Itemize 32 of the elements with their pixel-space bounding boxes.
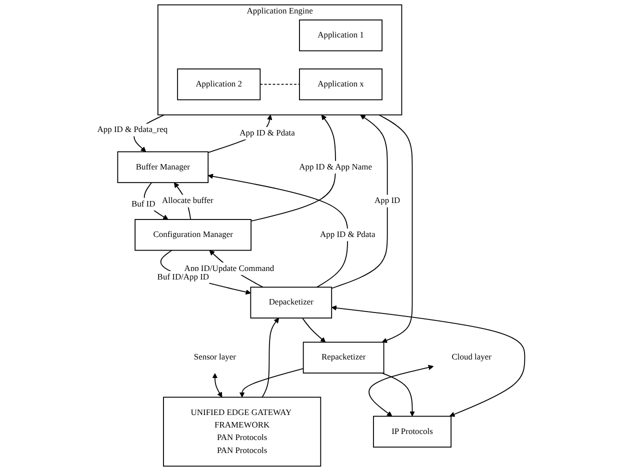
arrow (144, 182, 168, 220)
edge-label: App ID & App Name (299, 162, 372, 172)
node-box: Buffer Manager (117, 151, 209, 184)
arrow (302, 318, 326, 342)
node-text: Sensor layer (194, 353, 236, 362)
edge-label: App ID & Pdata_req (97, 125, 168, 135)
node-box: Application 2 (177, 68, 261, 100)
edge-label: Buf ID/App ID (157, 272, 210, 282)
edge-label: Buf ID (131, 200, 156, 209)
arrow (331, 305, 526, 417)
node-box: Repacketizer (302, 342, 384, 374)
arrow (331, 114, 388, 289)
edge-label: App ID & Pdata (320, 230, 376, 240)
connector (260, 84, 300, 85)
node-box: Application x (299, 68, 382, 100)
arrow (262, 318, 280, 398)
node-text: Cloud layer (452, 353, 492, 362)
node-box: Configuration Manager (134, 219, 252, 251)
edge-label: App ID/Update Command (184, 264, 274, 274)
arrow (239, 368, 304, 398)
arrow (250, 114, 336, 222)
node-box: Depacketizer (250, 286, 332, 318)
node-box: IP Protocols (373, 416, 452, 448)
edge-label: App ID & Pdata (240, 128, 295, 138)
arrow (368, 364, 434, 417)
arrow (378, 114, 413, 343)
node-box: UNIFIED EDGE GATEWAY FRAMEWORK PAN Protocols PAN Protocols (163, 396, 322, 467)
edge-label: App ID (374, 196, 400, 206)
arrow (212, 373, 222, 398)
node-box: Application 1 (299, 20, 382, 52)
arrow (382, 372, 415, 417)
edge-label: Allocate buffer (162, 196, 214, 206)
